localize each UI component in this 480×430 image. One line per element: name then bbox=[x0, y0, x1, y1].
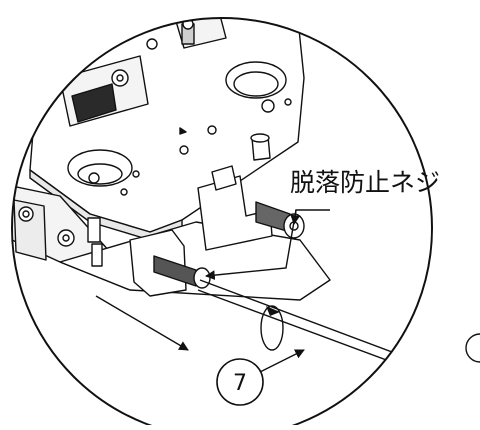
small-hole bbox=[120, 188, 128, 196]
step-leader-line bbox=[259, 349, 305, 373]
rotation-arrowhead bbox=[266, 306, 280, 316]
small-hole bbox=[261, 99, 275, 113]
step-number-circle bbox=[216, 358, 264, 406]
triangle-mark bbox=[179, 127, 187, 135]
standoff-right-top bbox=[250, 133, 270, 143]
large-hole-right-inner bbox=[233, 71, 279, 97]
captive-screw-lower-head bbox=[193, 267, 211, 289]
partial-circle-edge bbox=[465, 333, 480, 363]
magnified-detail bbox=[12, 18, 432, 381]
left-slot-shadow bbox=[71, 83, 117, 123]
left-slot-screw-center bbox=[116, 74, 124, 82]
small-hole bbox=[146, 38, 158, 50]
leader-line-lower bbox=[205, 209, 297, 280]
slide-direction-arrow bbox=[95, 295, 189, 351]
captive-screw-lower-thread bbox=[153, 255, 197, 287]
screwdriver-shaft-top bbox=[199, 279, 432, 371]
right-u-bracket-ear bbox=[211, 165, 237, 191]
standoff-left-lower bbox=[91, 243, 103, 267]
large-hole-left-screw bbox=[88, 172, 100, 184]
screw-callout-label: 脱落防止ネジ bbox=[290, 168, 440, 197]
lower-plate bbox=[59, 221, 331, 301]
left-bracket-screw-center bbox=[22, 210, 30, 218]
small-hole bbox=[179, 145, 189, 155]
magnifier-circle bbox=[11, 17, 433, 430]
large-hole-left-inner bbox=[77, 163, 123, 185]
standoff-left bbox=[87, 217, 101, 243]
left-bracket-screw-center bbox=[62, 234, 70, 242]
small-hole bbox=[284, 98, 292, 106]
step-number: 7 bbox=[233, 371, 247, 396]
small-hole bbox=[207, 125, 217, 135]
small-hole bbox=[132, 170, 140, 178]
rotation-mark bbox=[260, 305, 284, 351]
small-hole bbox=[134, 18, 142, 24]
